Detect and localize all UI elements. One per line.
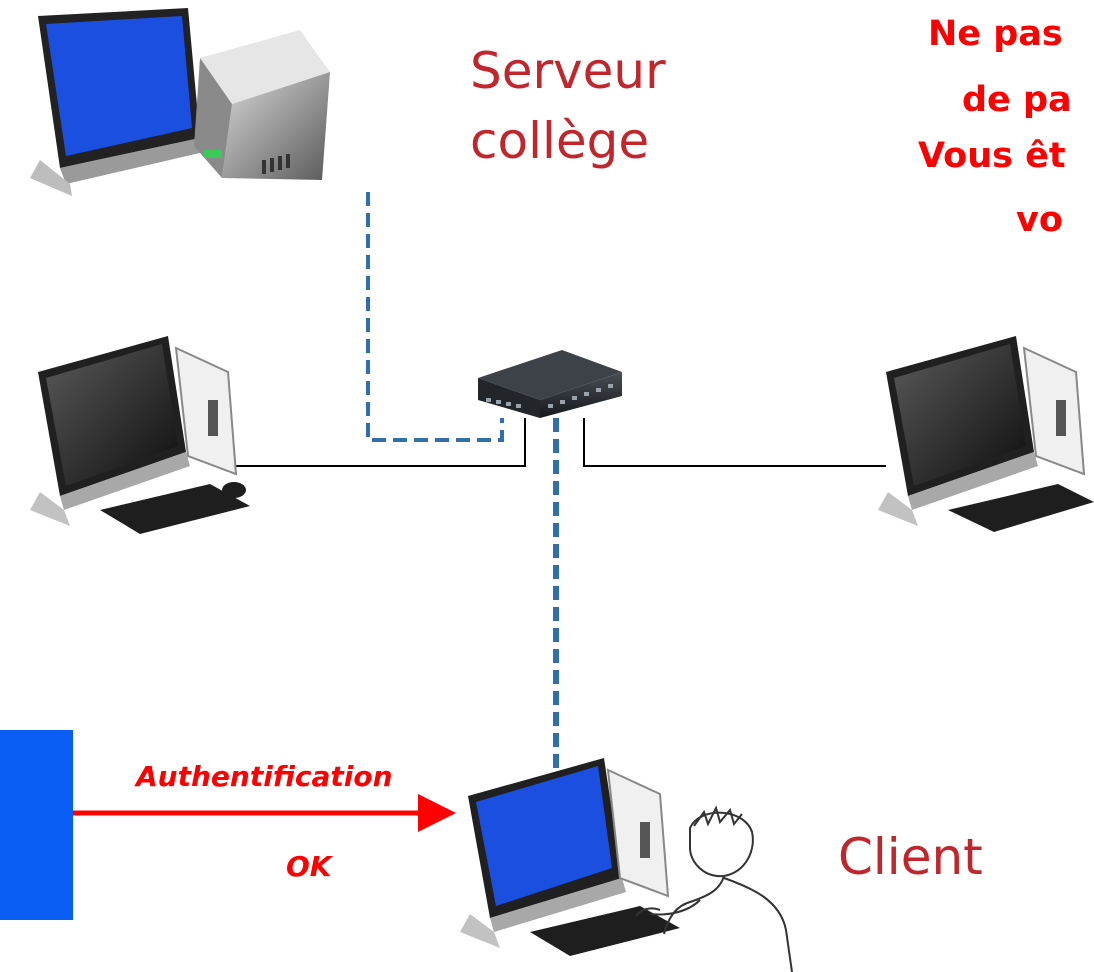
authentication-arrow [73, 794, 456, 832]
network-switch-icon [478, 350, 622, 418]
cable-left-computer [236, 418, 526, 467]
left-desktop-computer-icon [30, 336, 250, 534]
ok-label: OK [286, 850, 332, 883]
server-computer-icon [30, 8, 330, 196]
warning-line-3: Vous êt [918, 136, 1066, 176]
cable-right-computer [583, 418, 886, 467]
client-computer-icon [460, 758, 680, 956]
authentication-label: Authentification [136, 760, 393, 793]
right-desktop-computer-icon [878, 336, 1094, 532]
client-label: Client [838, 828, 983, 886]
user-figure-icon [635, 805, 793, 972]
blue-side-panel [0, 730, 73, 920]
server-label-line1: Serveur [470, 42, 666, 100]
warning-line-2: de pa [962, 80, 1072, 120]
warning-line-4: vo [1016, 200, 1063, 240]
dashed-link-server-switch [366, 192, 504, 442]
warning-line-1: Ne pas [928, 14, 1063, 54]
server-label-line2: collège [470, 112, 650, 170]
